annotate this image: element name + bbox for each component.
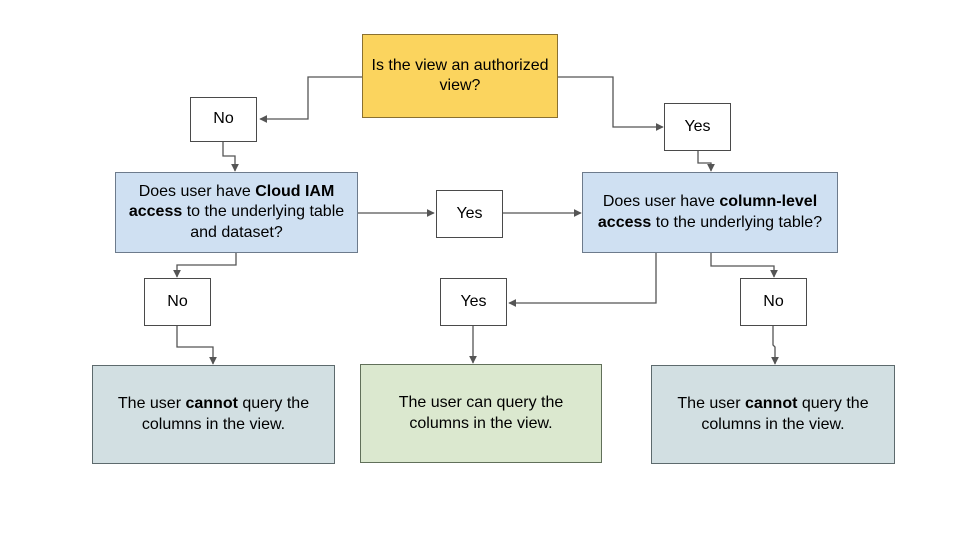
- edge-no-to-outcome-cannot-left: [176, 326, 217, 365]
- node-label: Is the view an authorized view?: [371, 56, 549, 94]
- edge-column-level-to-yes: [508, 253, 657, 307]
- node-label: No: [167, 292, 188, 310]
- node-question-cloud-iam[interactable]: Does user have Cloud IAM access to the u…: [115, 172, 358, 253]
- node-outcome-cannot-query-right[interactable]: The user cannot query the columns in the…: [651, 365, 895, 464]
- node-branch-no-right[interactable]: No: [740, 278, 807, 326]
- node-branch-yes-middle[interactable]: Yes: [436, 190, 503, 238]
- node-question-authorized-view[interactable]: Is the view an authorized view?: [362, 34, 558, 118]
- node-label-rich: The user cannot query the columns in the…: [677, 395, 869, 433]
- edge-authorized-to-yes: [558, 76, 664, 131]
- node-label-rich: The user can query the columns in the vi…: [398, 394, 564, 432]
- node-label: Yes: [684, 117, 711, 135]
- edge-authorized-to-no: [259, 76, 362, 123]
- node-label-rich: Does user have column-level access to th…: [597, 193, 823, 231]
- edge-no-to-cloud-iam: [222, 141, 239, 172]
- edge-column-level-to-no: [710, 253, 778, 278]
- edge-yes-to-column-level: [697, 151, 715, 172]
- node-label-rich: The user cannot query the columns in the…: [117, 395, 310, 433]
- edge-cloud-iam-to-no: [173, 252, 237, 278]
- node-branch-yes-bottom[interactable]: Yes: [440, 278, 507, 326]
- node-label-rich: Does user have Cloud IAM access to the u…: [128, 182, 345, 241]
- node-label: Yes: [456, 204, 483, 222]
- node-label: Yes: [460, 292, 487, 310]
- node-label: No: [213, 110, 234, 128]
- edge-no-to-outcome-cannot-right: [771, 326, 779, 365]
- node-label: No: [763, 292, 784, 310]
- node-outcome-can-query[interactable]: The user can query the columns in the vi…: [360, 364, 602, 463]
- node-outcome-cannot-query-left[interactable]: The user cannot query the columns in the…: [92, 365, 335, 464]
- node-branch-yes-top[interactable]: Yes: [664, 103, 731, 151]
- node-branch-no-left[interactable]: No: [144, 278, 211, 326]
- node-branch-no-top[interactable]: No: [190, 97, 257, 142]
- node-question-column-level[interactable]: Does user have column-level access to th…: [582, 172, 838, 253]
